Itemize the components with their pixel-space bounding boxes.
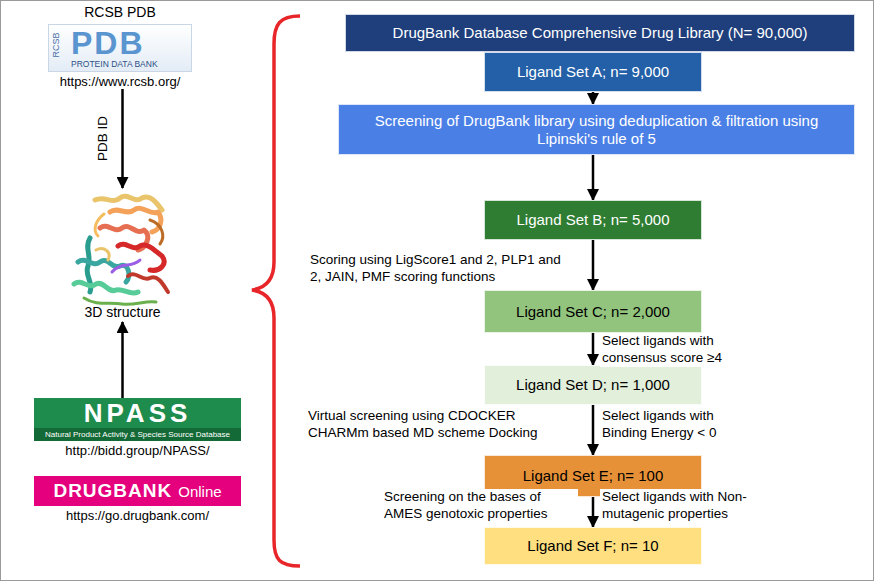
box-text: Ligand Set A; n= 9,000 <box>517 63 669 81</box>
figure-caption: 3D structure <box>60 304 185 322</box>
process-box: Screening of DrugBank library using dedu… <box>338 104 855 155</box>
ligand-set-box: Ligand Set F; n= 10 <box>484 527 702 565</box>
url-text: http://bidd.group/NPASS/ <box>30 443 245 458</box>
step-note: Select ligands with consensus score ≥4 <box>600 333 750 367</box>
ligand-set-box: Ligand Set C; n= 2,000 <box>484 290 702 333</box>
protein-structure <box>74 196 168 304</box>
step-note: Select ligands with Non-mutagenic proper… <box>600 489 780 523</box>
flow-arrow <box>592 333 595 365</box>
box-text: Ligand Set E; n= 100 <box>523 467 664 485</box>
flow-arrow <box>121 322 124 398</box>
drugbank-logo: DRUGBANK Online https://go.drugbank.com/ <box>30 476 245 523</box>
box-text: Ligand Set F; n= 10 <box>527 537 658 555</box>
figure-space <box>60 188 185 304</box>
ligand-set-box: Ligand Set A; n= 9,000 <box>484 52 702 92</box>
logo-subtitle: Natural Product Activity & Species Sourc… <box>34 428 241 441</box>
ligand-set-box: Ligand Set B; n= 5,000 <box>484 200 702 240</box>
npass-logo: NPASSNatural Product Activity & Species … <box>30 398 245 458</box>
logo-name: DRUGBANK <box>53 480 172 502</box>
logo-panel: NPASSNatural Product Activity & Species … <box>34 398 241 441</box>
url-text: https://go.drugbank.com/ <box>30 508 245 523</box>
step-note: Select ligands with Binding Energy < 0 <box>600 408 740 442</box>
flow-arrow <box>592 240 595 290</box>
structure-figure: 3D structure <box>60 188 185 322</box>
edge-label: PDB ID <box>95 114 110 163</box>
box-text: Screening of DrugBank library using dedu… <box>349 112 844 148</box>
flow-arrow <box>121 89 124 188</box>
logo-subtitle: Online <box>178 483 221 500</box>
logo-panel: RCSB PDBPROTEIN DATA BANK <box>48 24 192 72</box>
logo-name: PDB <box>71 26 145 60</box>
logo-mark: RCSB <box>51 32 61 57</box>
logo-name: NPASS <box>34 398 241 428</box>
step-note: Virtual screening using CDOCKER CHARMm b… <box>306 408 574 442</box>
logo-subtitle: PROTEIN DATA BANK <box>71 59 158 69</box>
ligand-set-box: Ligand Set D; n= 1,000 <box>484 365 702 405</box>
box-text: Ligand Set B; n= 5,000 <box>516 211 669 229</box>
flow-arrow <box>592 92 595 104</box>
library-box: DrugBank Database Comprehensive Drug Lib… <box>345 14 855 52</box>
box-text: Ligand Set C; n= 2,000 <box>516 303 670 321</box>
box-text: Ligand Set D; n= 1,000 <box>516 376 670 394</box>
curly-brace <box>252 16 300 566</box>
pdb-logo: RCSB PDB RCSB PDBPROTEIN DATA BANK https://… <box>40 4 200 89</box>
flow-arrow <box>592 497 595 527</box>
url-text: https://www.rcsb.org/ <box>40 74 200 89</box>
box-text: DrugBank Database Comprehensive Drug Lib… <box>393 24 808 42</box>
step-note: Screening on the bases of AMES genotoxic… <box>382 489 578 523</box>
flow-arrow <box>592 155 595 200</box>
logo-heading: RCSB PDB <box>40 4 200 20</box>
step-note: Scoring using LigScore1 and 2, PLP1 and … <box>308 252 576 286</box>
logo-panel: DRUGBANK Online <box>34 476 241 506</box>
flow-arrow <box>592 405 595 455</box>
